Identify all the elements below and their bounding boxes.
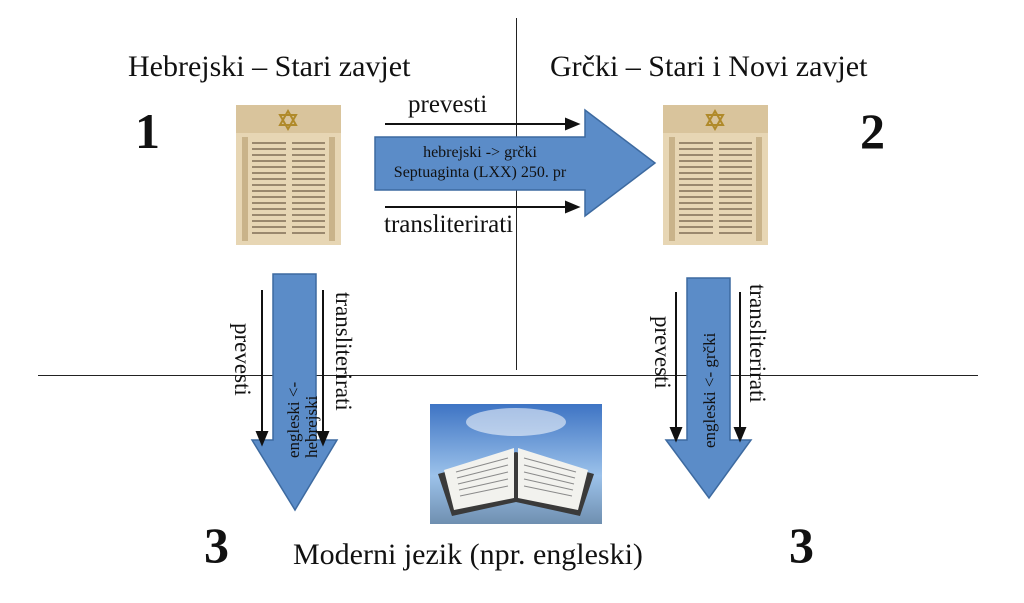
torah-scroll-left bbox=[236, 105, 341, 245]
number-3-right: 3 bbox=[789, 517, 814, 573]
open-bible-icon bbox=[430, 404, 602, 524]
left-arrow-inner-text: engleski <- hebrejski bbox=[284, 381, 321, 458]
left-label-transliterirati: transliterirati bbox=[331, 292, 356, 411]
number-2: 2 bbox=[860, 103, 885, 159]
top-arrow-inner-line1: hebrejski -> grčki bbox=[423, 144, 537, 161]
open-bible-image bbox=[430, 404, 602, 524]
right-block-arrow bbox=[664, 277, 753, 500]
right-thin-arrow-left bbox=[669, 292, 683, 443]
torah-scroll-right bbox=[663, 105, 768, 245]
right-label-prevesti: prevesti bbox=[650, 316, 675, 389]
number-1: 1 bbox=[135, 103, 160, 159]
torah-scroll-icon bbox=[663, 105, 768, 245]
right-thin-arrow-right bbox=[733, 292, 747, 443]
top-arrow-inner-line2: Septuaginta (LXX) 250. pr bbox=[393, 164, 567, 181]
vertical-divider bbox=[516, 18, 517, 370]
top-label-prevesti: prevesti bbox=[408, 91, 488, 118]
top-block-arrow bbox=[374, 108, 657, 218]
heading-greek: Grčki – Stari i Novi zavjet bbox=[550, 50, 868, 83]
heading-modern: Moderni jezik (npr. engleski) bbox=[293, 538, 643, 571]
number-3-left: 3 bbox=[204, 517, 229, 573]
left-arrow-inner-line1: engleski <- bbox=[284, 381, 303, 458]
left-label-prevesti: prevesti bbox=[230, 323, 255, 396]
left-thin-arrow-right bbox=[316, 290, 330, 447]
heading-hebrew: Hebrejski – Stari zavjet bbox=[128, 50, 411, 83]
left-block-arrow bbox=[250, 273, 339, 512]
horizontal-divider bbox=[38, 375, 978, 376]
right-arrow-inner-text: engleski <- grčki bbox=[700, 332, 719, 448]
top-arrow-inner-text: hebrejski -> grčki Septuaginta (LXX) 250… bbox=[380, 143, 580, 183]
top-label-transliterirati: transliterirati bbox=[384, 211, 514, 238]
torah-scroll-icon bbox=[236, 105, 341, 245]
right-label-transliterirati: transliterirati bbox=[745, 284, 770, 403]
top-thin-arrow-below bbox=[385, 200, 581, 214]
left-thin-arrow-left bbox=[255, 290, 269, 447]
top-thin-arrow-above bbox=[385, 117, 581, 131]
left-arrow-inner-line2: hebrejski bbox=[302, 395, 321, 458]
